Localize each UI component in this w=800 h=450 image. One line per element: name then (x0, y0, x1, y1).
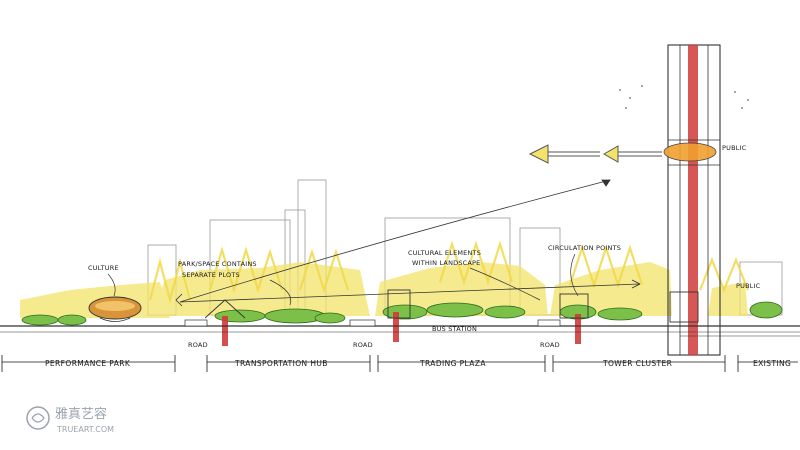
road-label-3: ROAD (540, 341, 560, 349)
zone-existing: EXISTING (753, 359, 791, 368)
annotation-park-line1: PARK/SPACE CONTAINS (178, 260, 257, 268)
zone-dimension-lines (1, 355, 798, 372)
annotation-cultural-line2: WITHIN LANDSCAPE (412, 259, 480, 267)
road-label-1: ROAD (188, 341, 208, 349)
zone-performance-park: PERFORMANCE PARK (45, 359, 131, 368)
ground-line (0, 319, 800, 337)
zone-tower-cluster: TOWER CLUSTER (602, 359, 672, 368)
annotation-cultural-line1: CULTURAL ELEMENTS (408, 249, 481, 257)
watermark-en: TRUEART.COM (56, 425, 114, 434)
watermark-cn: 雅真艺容 (55, 406, 107, 422)
annotation-public-upper: PUBLIC (722, 144, 747, 152)
yellow-activity-fields (20, 262, 748, 318)
culture-egg (88, 296, 142, 322)
annotation-public-lower: PUBLIC (736, 282, 761, 290)
annotation-circulation: CIRCULATION POINTS (548, 244, 621, 252)
zone-trading-plaza: TRADING PLAZA (419, 359, 486, 368)
watermark: 雅真艺容 TRUEART.COM (26, 406, 114, 434)
connection-lines (175, 179, 641, 307)
annotation-bus-station: BUS STATION (432, 325, 477, 333)
zone-transportation-hub: TRANSPORTATION HUB (234, 359, 328, 368)
public-arrows (528, 144, 662, 164)
road-label-2: ROAD (353, 341, 373, 349)
yellow-hatch-strokes (148, 240, 750, 305)
dot-scatter (619, 85, 749, 109)
red-cores (222, 312, 581, 346)
annotation-park-line2: SEPARATE PLOTS (182, 271, 240, 279)
tower (663, 44, 721, 356)
annotation-culture: CULTURE (88, 264, 119, 272)
